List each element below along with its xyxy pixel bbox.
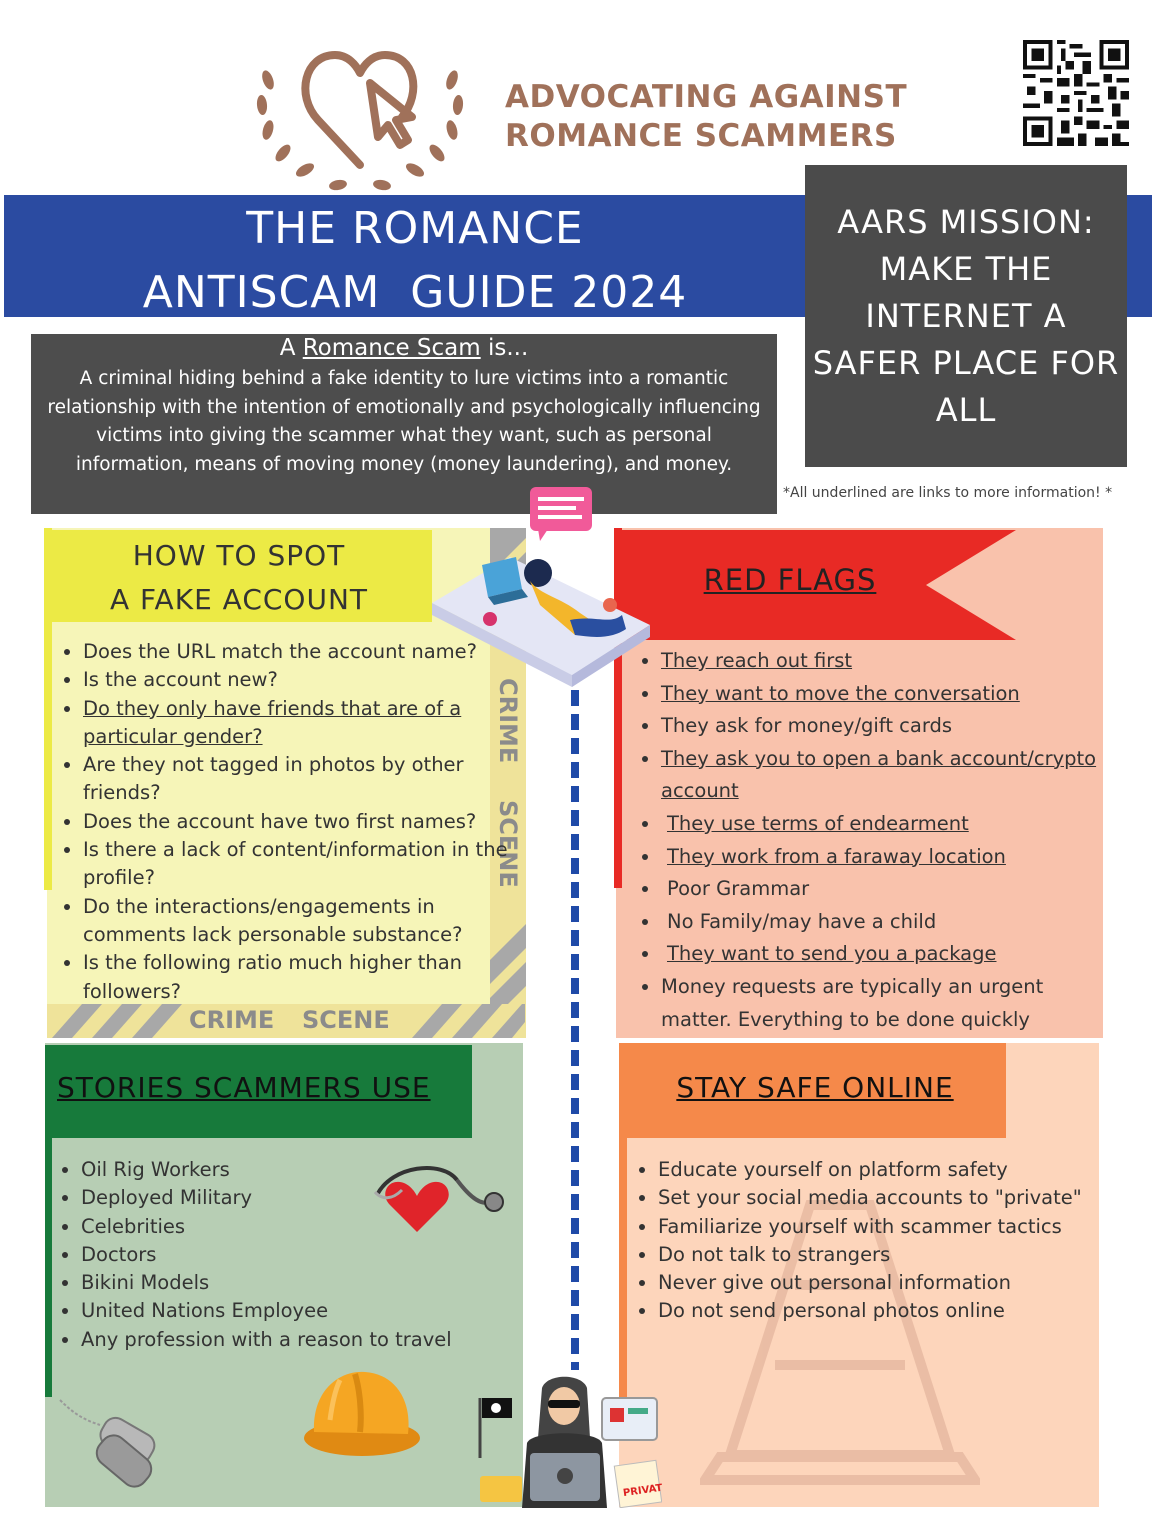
spot-heading: HOW TO SPOT A FAKE ACCOUNT	[44, 534, 434, 622]
spot-heading-line1: HOW TO SPOT	[132, 539, 346, 572]
list-item: Does the URL match the account name?	[83, 638, 523, 666]
list-item: Never give out personal information	[658, 1269, 1118, 1297]
list-item: Set your social media accounts to "priva…	[658, 1184, 1118, 1212]
mission-line1: AARS MISSION:	[837, 202, 1095, 241]
list-item: Does the account have two first names?	[83, 808, 523, 836]
mission-line3: INTERNET A	[865, 296, 1067, 335]
list-item: Do not send personal photos online	[658, 1297, 1118, 1325]
stethoscope-heart-icon	[373, 1166, 504, 1232]
org-name-line1: ADVOCATING AGAINST	[505, 79, 908, 115]
tape-scene-horizontal: SCENE	[302, 1006, 390, 1034]
list-item-link[interactable]: Do they only have friends that are of a …	[83, 695, 523, 752]
private-stamp-text: PRIVATE	[622, 1482, 662, 1499]
definition-box: A Romance Scam is... A criminal hiding b…	[31, 334, 777, 514]
list-item-link[interactable]: They work from a faraway location	[661, 841, 1116, 874]
stories-heading-background	[45, 1045, 472, 1138]
stories-accent-bar	[45, 1045, 52, 1397]
heart-cursor-laurel-logo	[256, 51, 464, 191]
links-note: *All underlined are links to more inform…	[783, 485, 1113, 501]
list-item: Familiarize yourself with scammer tactic…	[658, 1213, 1118, 1241]
mission-statement-box: AARS MISSION: MAKE THE INTERNET A SAFER …	[805, 165, 1127, 467]
definition-suffix: is...	[480, 335, 529, 361]
list-item: Oil Rig Workers	[81, 1156, 511, 1184]
definition-body: A criminal hiding behind a fake identity…	[47, 368, 761, 475]
tape-crime-horizontal: CRIME	[189, 1006, 275, 1034]
dog-tags-icon	[59, 1399, 156, 1488]
list-item: Poor Grammar	[661, 873, 1116, 906]
list-item: Is there a lack of content/information i…	[83, 836, 523, 893]
list-item: Doctors	[81, 1241, 511, 1269]
list-item: Bikini Models	[81, 1269, 511, 1297]
spot-accent-bar	[44, 528, 52, 890]
mission-line5: ALL	[935, 390, 997, 429]
list-item: They ask for money/gift cards	[661, 710, 1116, 743]
stay-safe-heading[interactable]: STAY SAFE ONLINE	[676, 1071, 954, 1104]
mission-line4: SAFER PLACE FOR	[812, 343, 1120, 382]
traffic-cone-icon	[700, 1200, 980, 1485]
red-accent-bar	[614, 528, 622, 888]
list-item: Celebrities	[81, 1213, 511, 1241]
list-item: Are they not tagged in photos by other f…	[83, 751, 523, 808]
hacker-illustration: PRIVATE	[478, 1376, 662, 1508]
tape-scene-vertical: SCENE	[494, 800, 522, 888]
safe-heading-background	[619, 1043, 1006, 1138]
tape-stripes-horizontal	[52, 1004, 525, 1038]
stay-safe-list: Educate yourself on platform safety Set …	[627, 1156, 1118, 1326]
list-item-link[interactable]: They want to send you a package	[661, 938, 1116, 971]
list-item: Is the account new?	[83, 666, 523, 694]
list-item-link[interactable]: They ask you to open a bank account/cryp…	[661, 743, 1116, 808]
title-line1: THE ROMANCE	[246, 203, 584, 254]
mission-line2: MAKE THE	[879, 249, 1053, 288]
organization-name: ADVOCATING AGAINST ROMANCE SCAMMERS	[505, 78, 925, 156]
list-item: Do not talk to strangers	[658, 1241, 1118, 1269]
red-flags-heading[interactable]: RED FLAGS	[703, 563, 877, 597]
list-item: Money requests are typically an urgent m…	[661, 971, 1116, 1036]
hard-hat-icon	[304, 1371, 420, 1456]
definition-heading: A Romance Scam is...	[31, 334, 777, 362]
spot-heading-background	[44, 530, 432, 622]
crime-scene-tape-horizontal: CRIME SCENE	[47, 1004, 525, 1038]
list-item-link[interactable]: They want to move the conversation	[661, 678, 1116, 711]
safe-accent-bar	[619, 1138, 627, 1398]
red-flag-ribbon	[616, 530, 1016, 640]
red-flags-list: They reach out first They want to move t…	[630, 645, 1116, 1036]
list-item: Educate yourself on platform safety	[658, 1156, 1118, 1184]
stories-heading[interactable]: STORIES SCAMMERS USE	[57, 1071, 431, 1104]
list-item: Deployed Military	[81, 1184, 511, 1212]
list-item: Do the interactions/engagements in comme…	[83, 893, 523, 950]
spot-fake-account-list: Does the URL match the account name? Is …	[52, 638, 523, 1006]
list-item-link[interactable]: They reach out first	[661, 645, 1116, 678]
title-line2: ANTISCAM GUIDE 2024	[142, 267, 688, 318]
org-name-line2: ROMANCE SCAMMERS	[505, 118, 897, 154]
list-item: No Family/may have a child	[661, 906, 1116, 939]
qr-code-icon[interactable]	[1023, 40, 1129, 146]
person-on-laptop-illustration	[432, 487, 650, 687]
stories-list: Oil Rig Workers Deployed Military Celebr…	[50, 1156, 511, 1354]
romance-scam-link[interactable]: Romance Scam	[302, 335, 481, 361]
list-item: United Nations Employee	[81, 1297, 511, 1325]
dashed-divider	[571, 690, 579, 1370]
list-item: Is the following ratio much higher than …	[83, 949, 523, 1006]
page-title: THE ROMANCE ANTISCAM GUIDE 2024	[90, 197, 740, 325]
tape-crime-vertical: CRIME	[494, 678, 522, 764]
list-item-link[interactable]: They use terms of endearment	[661, 808, 1116, 841]
list-item: Any profession with a reason to travel	[81, 1326, 511, 1354]
spot-heading-line2: A FAKE ACCOUNT	[109, 583, 369, 616]
definition-prefix: A	[279, 335, 303, 361]
